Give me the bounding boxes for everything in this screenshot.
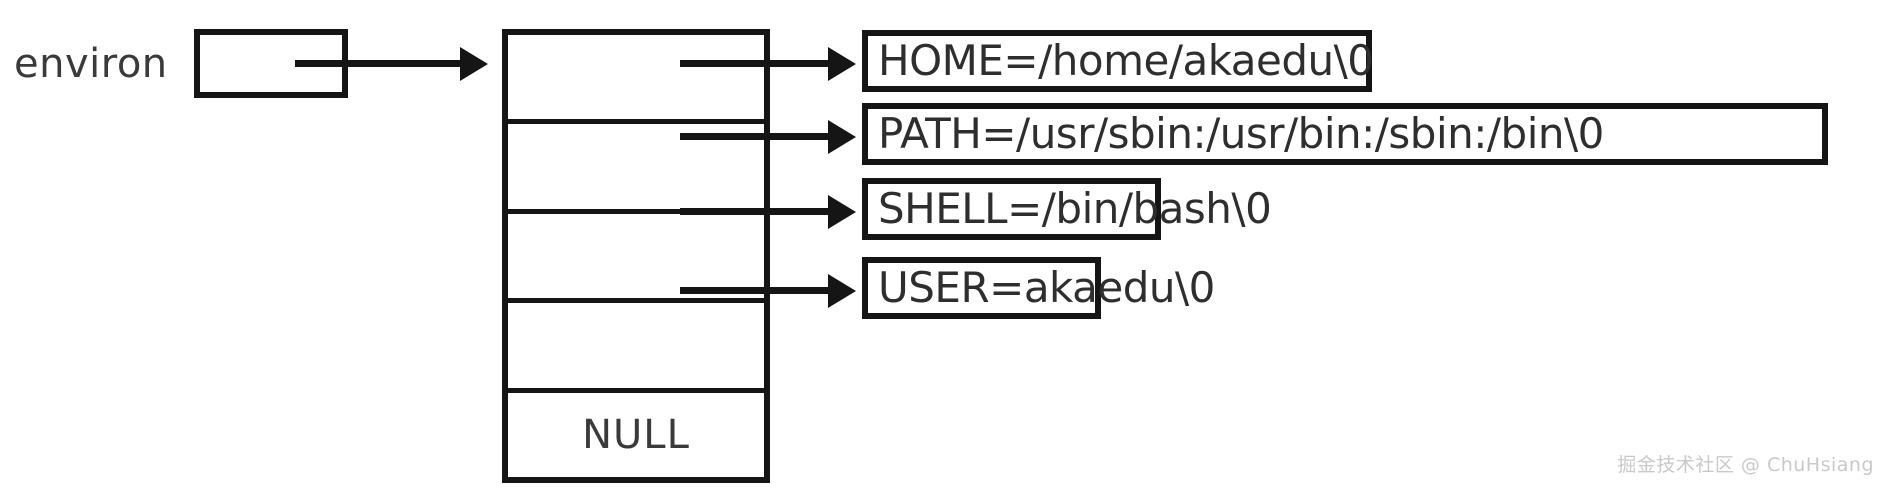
array-cell-4-null: NULL (508, 392, 764, 478)
arrowhead-0 (828, 47, 856, 81)
array-cell-0 (508, 35, 764, 125)
string-box-shell: SHELL=/bin/bash\0 (862, 178, 1272, 240)
connector-line-3 (680, 287, 832, 294)
arrowhead-environ-to-array (460, 47, 488, 81)
string-box-path: PATH=/usr/sbin:/usr/bin:/sbin:/bin\0 (862, 103, 1828, 165)
connector-line-1 (680, 133, 832, 140)
string-text-home: HOME=/home/akaedu\0 (878, 36, 1374, 85)
watermark-text: 掘金技术社区 @ ChuHsiang (1617, 454, 1874, 476)
string-box-user: USER=akaedu\0 (862, 257, 1215, 319)
environ-variable-label: environ (14, 41, 168, 87)
array-null-label: NULL (582, 411, 690, 458)
arrowhead-1 (828, 120, 856, 154)
string-text-shell: SHELL=/bin/bash\0 (878, 184, 1272, 233)
string-text-user: USER=akaedu\0 (878, 263, 1215, 312)
arrowhead-2 (828, 195, 856, 229)
connector-line-2 (680, 208, 832, 215)
string-text-path: PATH=/usr/sbin:/usr/bin:/sbin:/bin\0 (878, 109, 1604, 158)
array-cell-3 (508, 303, 764, 393)
environ-pointer-array: NULL (502, 29, 770, 483)
string-box-home: HOME=/home/akaedu\0 (862, 30, 1374, 92)
arrowhead-3 (828, 274, 856, 308)
connector-line-environ (295, 60, 465, 67)
connector-line-0 (680, 60, 832, 67)
